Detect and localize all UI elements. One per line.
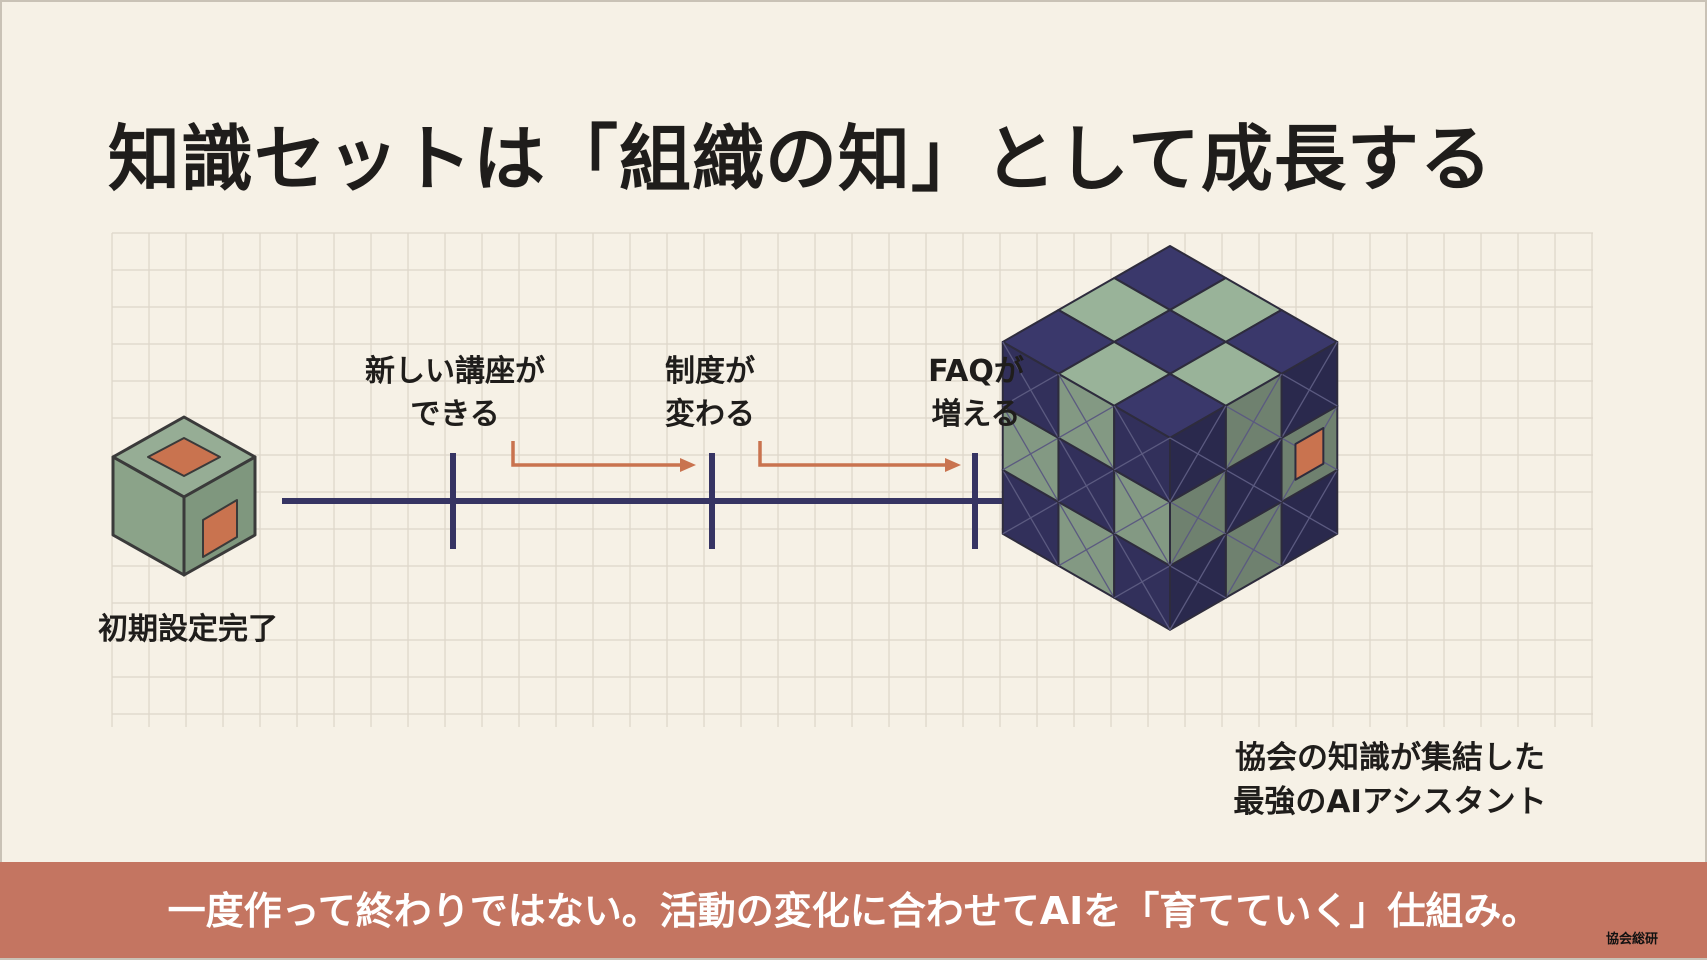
initial-cube-icon [111,415,257,577]
growth-arrow-2-head [945,458,961,472]
cube-face-brace [1113,437,1171,471]
event-label-new-course: 新しい講座が できる [340,350,570,436]
event-label-line: できる [410,397,500,432]
cube-face-brace [1225,533,1282,567]
growth-arrow-2 [758,441,948,467]
page-title: 知識セットは「組織の知」として成長する [108,117,1493,201]
result-label-line: 最強のAIアシスタント [1233,784,1547,820]
cube-window-face [1294,426,1325,481]
event-label-line: 増える [931,397,1021,432]
footer-message: 一度作って終わりではない。活動の変化に合わせてAIを「育てていく」仕組み。 [167,889,1540,933]
result-label-line: 協会の知識が集結した [1235,740,1545,776]
cube-face-brace [1225,469,1282,503]
event-label-line: 新しい講座が [365,354,545,389]
growth-arrow-1 [511,441,683,467]
cube-face-brace [1281,501,1338,535]
cube-face-brace [1058,533,1115,567]
event-label-system-change: 制度が 変わる [640,350,780,436]
result-label: 協会の知識が集結した 最強のAIアシスタント [1205,736,1575,824]
cube-face-brace [1058,469,1115,503]
event-label-line: FAQが [928,354,1024,389]
brand-watermark: 協会総研 [1606,932,1659,947]
start-label: 初期設定完了 [98,612,278,647]
cube-face-brace [1002,501,1059,535]
cube-face-brace [1169,501,1227,535]
growth-arrow-1-head [680,458,696,472]
cube-face-brace [1225,405,1282,439]
cube-face-brace [1113,501,1171,535]
event-label-line: 変わる [665,397,755,432]
cube-face-brace [1058,405,1115,439]
cube-face-brace [1002,437,1059,471]
footer-band [0,862,1707,958]
cube-face-brace [1113,565,1171,599]
event-label-line: 制度が [665,354,755,389]
knowledge-cube-cluster-icon [1001,245,1339,631]
cube-face-brace [1169,437,1227,471]
cube-face-brace [1002,373,1059,407]
event-label-faq-growth: FAQが 増える [906,350,1046,436]
cube-face-brace [1281,373,1338,407]
cube-face-brace [1169,565,1227,599]
